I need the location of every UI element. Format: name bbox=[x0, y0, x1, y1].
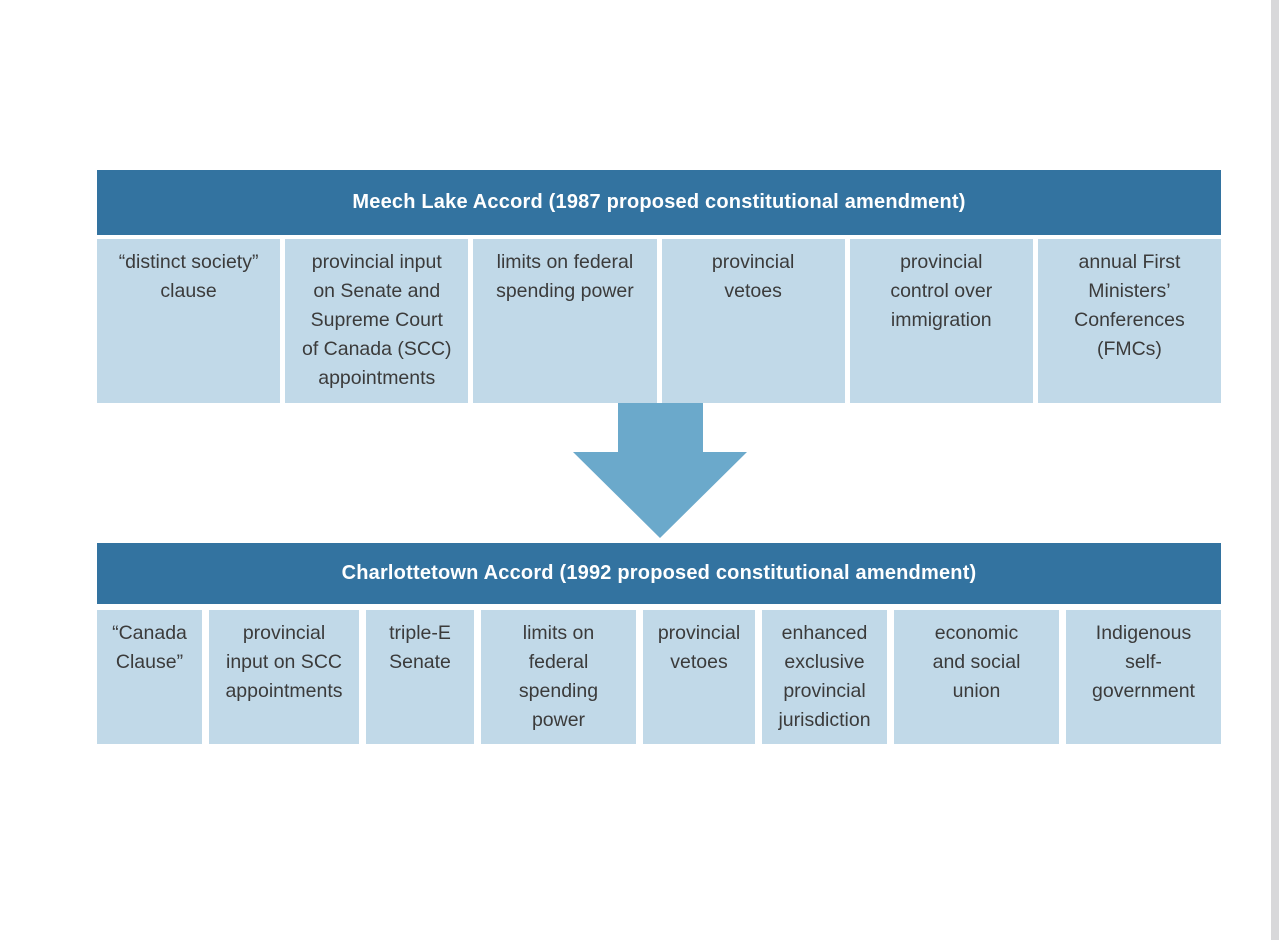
meech-lake-accord-header: Meech Lake Accord (1987 proposed constit… bbox=[97, 170, 1221, 235]
meech-item-provincial-input-appointments: provincial input on Senate and Supreme C… bbox=[285, 239, 469, 403]
down-arrow-icon bbox=[573, 403, 747, 538]
charlottetown-accord-title: Charlottetown Accord (1992 proposed cons… bbox=[341, 562, 977, 584]
charlottetown-item-provincial-jurisdiction: enhanced exclusive provincial jurisdicti… bbox=[762, 610, 887, 744]
charlottetown-item-indigenous-self-government: Indigenous self- government bbox=[1066, 610, 1221, 744]
charlottetown-item-provincial-vetoes: provincial vetoes bbox=[643, 610, 755, 744]
charlottetown-accord-header: Charlottetown Accord (1992 proposed cons… bbox=[97, 543, 1221, 604]
charlottetown-item-spending-power-limits: limits on federal spending power bbox=[481, 610, 636, 744]
meech-items-row: “distinct society” clause provincial inp… bbox=[97, 239, 1222, 403]
transition-arrow-area bbox=[97, 403, 1221, 538]
page-edge bbox=[1271, 0, 1279, 940]
meech-item-distinct-society: “distinct society” clause bbox=[97, 239, 281, 403]
meech-item-spending-power-limits: limits on federal spending power bbox=[473, 239, 657, 403]
charlottetown-item-triple-e-senate: triple-E Senate bbox=[366, 610, 474, 744]
meech-item-immigration-control: provincial control over immigration bbox=[849, 239, 1033, 403]
meech-item-first-ministers-conferences: annual First Ministers’ Conferences (FMC… bbox=[1037, 239, 1222, 403]
meech-item-provincial-vetoes: provincial vetoes bbox=[661, 239, 845, 403]
accords-comparison-diagram: Meech Lake Accord (1987 proposed constit… bbox=[97, 170, 1222, 744]
charlottetown-items-row: “Canada Clause” provincial input on SCC … bbox=[97, 610, 1221, 744]
charlottetown-item-scc-appointments: provincial input on SCC appointments bbox=[209, 610, 359, 744]
charlottetown-item-economic-social-union: economic and social union bbox=[894, 610, 1059, 744]
charlottetown-item-canada-clause: “Canada Clause” bbox=[97, 610, 202, 744]
meech-lake-accord-title: Meech Lake Accord (1987 proposed constit… bbox=[352, 191, 966, 213]
